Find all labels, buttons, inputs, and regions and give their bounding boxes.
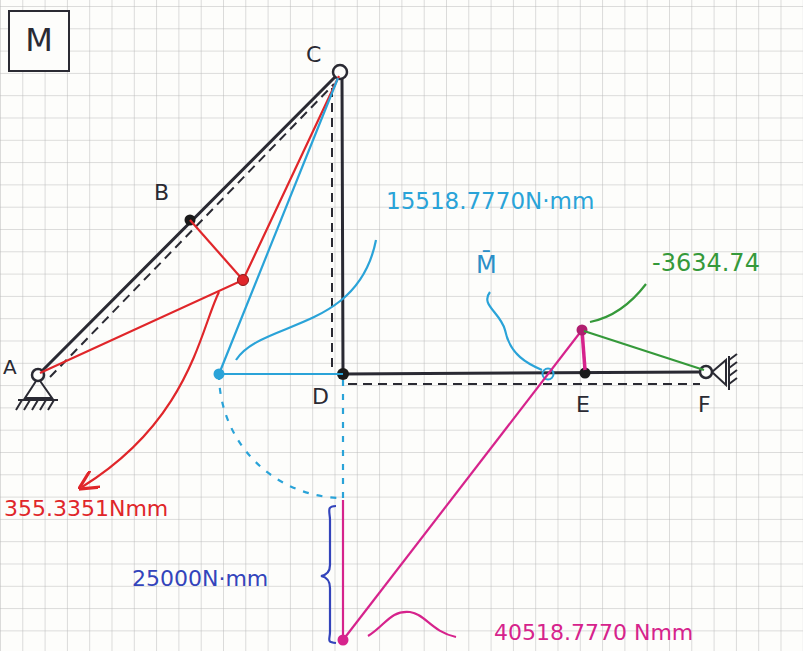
point-label: E <box>576 392 590 417</box>
point-label: F <box>698 392 711 417</box>
diagram-letter: M <box>25 23 53 58</box>
point-label: M̄ <box>476 252 497 280</box>
brace <box>321 506 336 643</box>
title-box: M <box>8 10 70 72</box>
moment-point <box>214 369 225 380</box>
moment-point <box>338 635 349 646</box>
frame-structure <box>38 72 700 375</box>
hinge <box>333 65 347 79</box>
point-label: B <box>154 180 169 205</box>
green-moment-diagram <box>584 284 704 370</box>
moment-value: -3634.74 <box>652 250 760 278</box>
hinge <box>700 366 712 378</box>
red-moment-diagram <box>40 76 339 487</box>
pin-support <box>16 378 58 410</box>
moment-point <box>238 275 249 286</box>
point-label: D <box>312 384 329 409</box>
moment-value: 25000N·mm <box>132 566 268 591</box>
point-label: C <box>306 42 321 67</box>
moment-value: 355.3351Nmm <box>4 496 168 521</box>
dashed-baseline <box>50 84 700 384</box>
moment-point <box>577 325 588 336</box>
magenta-moment-diagram <box>343 330 585 640</box>
roller-support <box>712 354 737 390</box>
cyan-moment-diagram <box>219 78 542 498</box>
moment-value: 40518.7770 Nmm <box>494 620 693 645</box>
point-label: A <box>3 356 17 379</box>
moment-value: 15518.7770N·mm <box>386 188 594 214</box>
